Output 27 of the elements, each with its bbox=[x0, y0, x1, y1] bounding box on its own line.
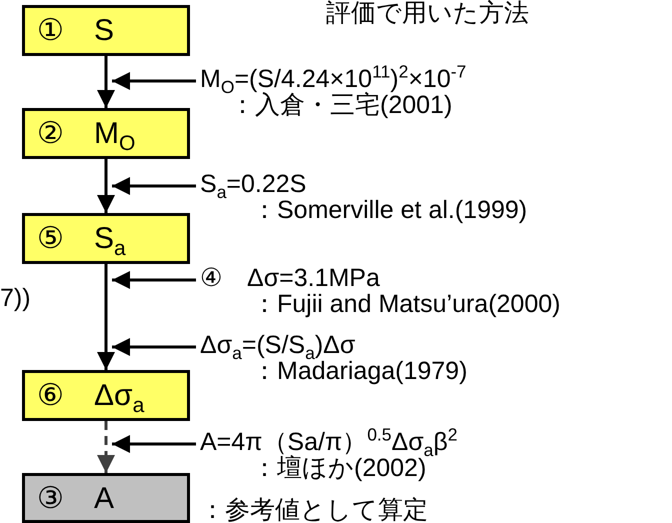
formula-text: M$_{O}$=(S/4.24×10$^{11}$)$^{2}$×10$^{-7}$ bbox=[200, 66, 466, 92]
formula-text: ④ Δσ=3.1MPa bbox=[200, 265, 381, 291]
leader-arrow bbox=[112, 177, 196, 195]
leader-arrow bbox=[112, 72, 196, 90]
leader-arrow bbox=[112, 271, 196, 289]
process-box: ① S bbox=[22, 5, 190, 56]
process-box: ③ A bbox=[22, 473, 190, 523]
leader-arrow bbox=[112, 435, 196, 453]
arrow bbox=[97, 56, 115, 108]
arrow bbox=[97, 264, 115, 370]
arrow bbox=[97, 421, 115, 473]
label-text: 7)) bbox=[0, 284, 31, 313]
process-box: ⑥ Δσ$_{a}$ bbox=[22, 370, 190, 421]
formula-text: Δσ$_{a}$=(S/S$_{a}$)Δσ bbox=[200, 332, 356, 358]
reference-text: ：壇ほか(2002) bbox=[251, 455, 426, 481]
formula-text: S$_{a}$=0.22S bbox=[200, 171, 306, 197]
process-box: ② M$_{O}$ bbox=[22, 108, 190, 159]
note-text: ：参考値として算定 bbox=[200, 495, 428, 523]
process-box: ⑤ S$_{a}$ bbox=[22, 213, 190, 264]
title: 評価で用いた方法 bbox=[326, 0, 529, 29]
reference-text: ：Somerville et al.(1999) bbox=[251, 197, 528, 223]
reference-text: ：Fujii and Matsu’ura(2000) bbox=[251, 291, 560, 317]
reference-text: ：Madariaga(1979) bbox=[252, 358, 468, 384]
leader-arrow bbox=[112, 338, 196, 356]
formula-text: A=4π（Sa/π）$^{0.5}$Δσ$_{a}$β$^{2}$ bbox=[200, 429, 458, 455]
reference-text: ：入倉・三宅(2001) bbox=[230, 92, 454, 118]
arrow bbox=[97, 159, 115, 213]
